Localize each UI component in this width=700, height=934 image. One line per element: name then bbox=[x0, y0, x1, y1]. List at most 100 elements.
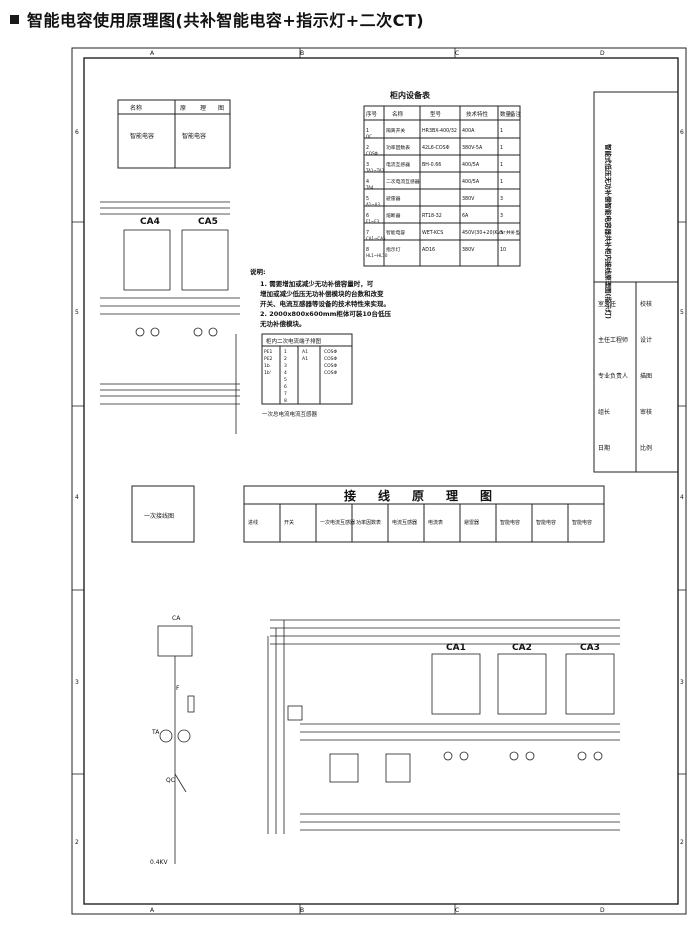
notes-line-3: 开关、电流互感器等设备的技术特性来实现。 bbox=[260, 299, 390, 308]
secondary-diagram-box bbox=[131, 485, 195, 543]
equipment-cell: RT18-32 bbox=[422, 213, 442, 219]
equipment-code: QC bbox=[366, 134, 372, 139]
wiring-header-label: 功率因数表 bbox=[356, 519, 381, 526]
title-block-approval: 描图 bbox=[640, 372, 652, 380]
legend-header-2: 原 bbox=[180, 105, 186, 112]
notes-block: 说明: 1. 需要增加或减少无功补偿容量时，可 增加或减少低压无功补偿模块的台数… bbox=[250, 267, 391, 328]
frame-ref-top-a: A bbox=[150, 50, 155, 57]
notes-line-5: 无功补偿模块。 bbox=[259, 319, 306, 328]
equipment-cell: 380V bbox=[462, 247, 475, 253]
wiring-header-title-char: 图 bbox=[480, 489, 492, 503]
equipment-cell: 10 bbox=[500, 247, 506, 253]
wiring-header-label: 智能电容 bbox=[572, 519, 592, 526]
upper-capacitor-group bbox=[100, 201, 240, 434]
terminal-cell: 6 bbox=[284, 384, 287, 390]
equipment-cell: 智能电容 bbox=[386, 229, 405, 236]
equipment-code: TA4 bbox=[365, 185, 374, 190]
wiring-header-label: 电流表 bbox=[428, 519, 443, 526]
equipment-cell: 避雷器 bbox=[386, 195, 401, 202]
equipment-cell: 2 bbox=[366, 145, 369, 151]
frame-ref-top-b: B bbox=[300, 50, 304, 57]
label-f: F bbox=[176, 685, 180, 692]
frame-ref-right-6: 6 bbox=[680, 129, 684, 136]
terminal-cell: 4 bbox=[284, 370, 287, 376]
wiring-header-label: 开关 bbox=[284, 519, 294, 526]
label-ta: TA bbox=[151, 729, 160, 736]
page-title: 智能电容使用原理图(共补智能电容+指示灯+二次CT) bbox=[27, 11, 425, 30]
eq-header-5: 备注 bbox=[510, 110, 522, 118]
terminal-cell: 3 bbox=[284, 363, 287, 369]
frame-ref-top-d: D bbox=[600, 50, 605, 57]
title-block-role: 日期 bbox=[598, 444, 610, 452]
frame-ref-bottom-a: A bbox=[150, 907, 155, 914]
equipment-cell: HR3BX-400/32 bbox=[422, 128, 457, 134]
terminal-cell: 1b' bbox=[264, 370, 271, 376]
equipment-cell: 450V(30+20)Kvar bbox=[462, 230, 505, 236]
equipment-cell: 1 bbox=[366, 128, 369, 134]
equipment-cell: 3 bbox=[366, 162, 369, 168]
frame-ref-left-5: 5 bbox=[75, 309, 79, 316]
equipment-cell: 共补型 bbox=[506, 229, 521, 236]
wiring-header-label: 避雷器 bbox=[464, 519, 479, 526]
equipment-cell: 8 bbox=[366, 247, 369, 253]
frame-ref-left-4: 4 bbox=[75, 494, 79, 501]
notes-title: 说明: bbox=[250, 267, 266, 276]
notes-line-2: 增加或减少低压无功补偿模块的台数和改变 bbox=[260, 289, 384, 298]
eq-header-1: 名称 bbox=[392, 110, 404, 118]
title-block-approval: 校核 bbox=[640, 300, 652, 308]
label-cb: CA bbox=[172, 615, 181, 622]
wiring-header-label: 进线 bbox=[248, 519, 258, 526]
terminal-caption: 柜内二次电流端子排图 bbox=[266, 337, 322, 345]
label-ca3: CA3 bbox=[580, 643, 600, 653]
wiring-header-label: 智能电容 bbox=[500, 519, 520, 526]
terminal-cell: A1 bbox=[302, 356, 308, 362]
frame-ref-bottom-b: B bbox=[300, 907, 304, 914]
terminal-cell: COSΦ bbox=[324, 370, 338, 376]
terminal-table: 柜内二次电流端子排图 一次总电流电流互感器 bbox=[261, 333, 353, 418]
equipment-cell: 指示灯 bbox=[386, 246, 401, 253]
title-block-role: 组长 bbox=[598, 408, 610, 416]
wiring-header-title: 接线原理图 bbox=[344, 488, 492, 503]
equipment-code: COSΦ bbox=[366, 151, 378, 156]
small-legend-table: 名称 原 理 图 智能电容 智能电容 bbox=[117, 99, 231, 169]
notes-line-4: 2. 2000x800x600mm柜体可装10台低压 bbox=[260, 309, 391, 318]
label-qc: QC bbox=[166, 777, 175, 784]
wiring-header-title-char: 理 bbox=[446, 489, 458, 503]
equipment-caption: 柜内设备表 bbox=[389, 90, 431, 100]
equipment-cell: 熔断器 bbox=[386, 212, 401, 219]
frame-ref-right-5: 5 bbox=[680, 309, 684, 316]
wiring-header-title-char: 原 bbox=[412, 489, 424, 503]
equipment-cell: 380V-5A bbox=[462, 145, 483, 151]
legend-header-name: 名称 bbox=[130, 104, 142, 112]
terminal-cell: PE2 bbox=[264, 356, 273, 362]
equipment-cell: AD16 bbox=[422, 247, 435, 253]
title-block-approval: 比例 bbox=[640, 444, 652, 452]
page-heading: 智能电容使用原理图(共补智能电容+指示灯+二次CT) bbox=[10, 6, 424, 32]
terminal-cell: 5 bbox=[284, 377, 287, 383]
equipment-cell: 4 bbox=[366, 179, 369, 185]
equipment-cell: 1 bbox=[500, 179, 503, 185]
equipment-cell: 功率因数表 bbox=[386, 144, 410, 151]
frame-ref-bottom-c: C bbox=[455, 907, 459, 914]
frame-ref-top-c: C bbox=[455, 50, 459, 57]
legend-row-2: 智能电容 bbox=[182, 132, 206, 140]
title-block-project: 智能式低压无功补偿智能电容器共补柜内接线原理图(指示灯) bbox=[604, 144, 613, 319]
equipment-cell: WET-KCS bbox=[422, 230, 443, 236]
equipment-cell: 5 bbox=[366, 196, 369, 202]
inner-frame bbox=[83, 57, 679, 905]
label-ca4: CA4 bbox=[140, 217, 160, 227]
equipment-cell: 二次电流互感器 bbox=[386, 178, 420, 185]
secondary-diagram-label: 一次接线图 bbox=[144, 512, 174, 520]
wiring-header-label: 电流互感器 bbox=[392, 519, 417, 526]
terminal-cell: PE1 bbox=[264, 349, 273, 355]
notes-line-1: 1. 需要增加或减少无功补偿容量时，可 bbox=[260, 279, 374, 288]
eq-header-0: 序号 bbox=[366, 110, 378, 118]
title-block-approval: 设计 bbox=[640, 336, 652, 344]
eq-header-3: 技术特性 bbox=[466, 110, 489, 118]
terminal-cell: 7 bbox=[284, 391, 287, 397]
terminal-cell: A1 bbox=[302, 349, 308, 355]
equipment-cell: 5 bbox=[500, 230, 503, 236]
equipment-cell: 6 bbox=[366, 213, 369, 219]
